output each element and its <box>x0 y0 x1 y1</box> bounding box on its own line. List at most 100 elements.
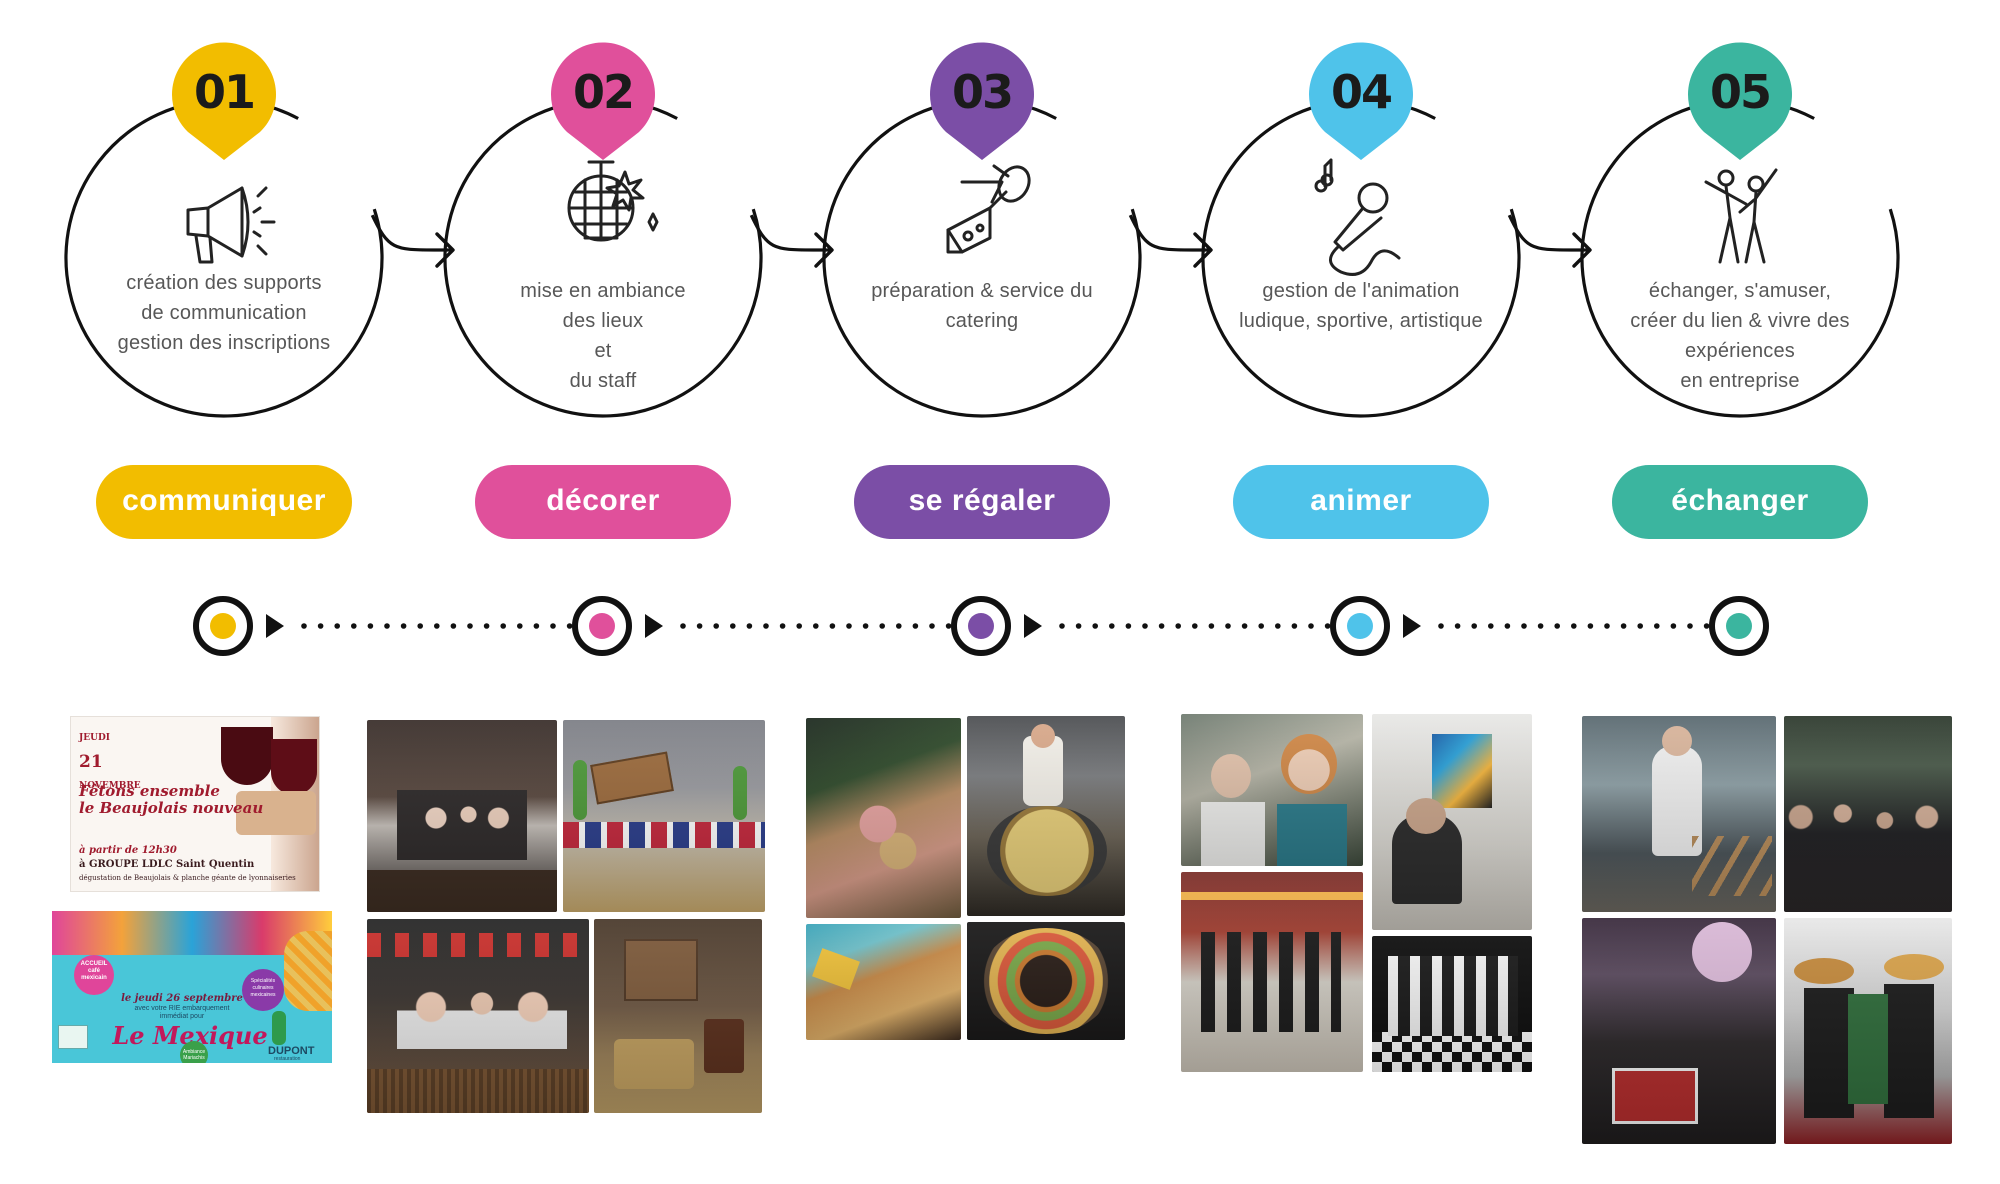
step-circle <box>64 98 384 418</box>
step-description: mise en ambiance des lieux et du staff <box>520 280 686 392</box>
timeline-dot <box>696 623 703 629</box>
timeline-dot <box>1075 623 1082 629</box>
catering-photo-bbq <box>967 922 1125 1040</box>
timeline-dot <box>1291 623 1298 629</box>
timeline-dot <box>517 623 523 629</box>
flyer-badge-right: Spécialités culinaires mexicaines <box>242 969 284 1011</box>
step-number: 05 <box>1709 65 1772 119</box>
timeline-node-dot <box>1726 613 1752 639</box>
timeline-node-dot <box>1347 613 1373 639</box>
timeline-dot <box>533 623 540 629</box>
arrow-head-icon <box>1193 232 1213 268</box>
timeline-dot <box>1324 623 1331 629</box>
flyer-brand: DUPONT <box>268 1045 315 1057</box>
timeline-dot <box>367 623 374 629</box>
cheese-grill-icon <box>946 164 1031 254</box>
flyer-time: à partir de 12h30 <box>79 845 177 856</box>
flyer-sub-line: avec votre RIE embarquement immédiat pou… <box>134 1005 230 1020</box>
step-number: 04 <box>1330 65 1393 119</box>
timeline-node-dot <box>210 613 236 639</box>
timeline-node-dot <box>968 613 994 639</box>
decor-photo-staff <box>367 919 589 1113</box>
catering-photo-buffet <box>806 718 961 918</box>
step-number: 01 <box>193 65 256 119</box>
step-circle <box>1580 98 1900 418</box>
flow-connector <box>370 214 451 252</box>
step-number: 02 <box>572 65 635 119</box>
step-description: préparation & service du catering <box>871 280 1093 332</box>
timeline-dot <box>1258 623 1264 629</box>
arrow-head-icon <box>435 232 455 268</box>
timeline-dot <box>779 623 786 629</box>
sharing-photo-crowd <box>1784 716 1952 912</box>
animation-photo-dancers <box>1372 936 1532 1072</box>
timeline-dot <box>813 623 819 629</box>
timeline-dot <box>1308 623 1314 629</box>
step-circle <box>443 98 763 418</box>
disco-ball-icon <box>567 160 659 242</box>
microphone-icon <box>1314 158 1401 276</box>
mexique-flyer: ACCUEIL café mexicain Spécialités culina… <box>52 911 332 1063</box>
timeline-dot <box>1504 623 1511 629</box>
flyer-badge-bottom: Ambiance Mariachis <box>180 1041 208 1063</box>
timeline-dot <box>1554 623 1560 629</box>
step-label-pill: communiquer <box>96 465 352 539</box>
timeline-dot <box>1125 623 1132 629</box>
step-badge-pin <box>1687 42 1792 160</box>
timeline-dot <box>680 623 686 629</box>
flyer-month: NOVEMBRE <box>79 781 141 791</box>
timeline-dot <box>450 623 457 629</box>
timeline-dot <box>1654 623 1660 629</box>
flyer-brand-sub: restauration <box>274 1056 301 1062</box>
timeline-dot <box>1208 623 1215 629</box>
timeline-dot <box>846 623 852 629</box>
timeline-dot <box>763 623 769 629</box>
step-circle <box>822 98 1142 418</box>
timeline-dot <box>829 623 836 629</box>
timeline-dot <box>1059 623 1065 629</box>
decor-photo-chalet <box>367 720 557 912</box>
timeline-dot <box>417 623 424 629</box>
timeline-dot <box>896 623 902 629</box>
timeline-dot <box>566 623 573 629</box>
timeline-dot <box>1109 623 1115 629</box>
timeline-dot <box>351 623 357 629</box>
timeline-dot <box>1703 623 1710 629</box>
flyer-title: Fêtons ensemble le Beaujolais nouveau <box>79 782 264 817</box>
flyer-day: JEUDI <box>79 733 110 743</box>
sharing-photo-mariachis <box>1784 918 1952 1144</box>
step-description: création des supports de communication g… <box>117 272 331 354</box>
flow-connector <box>1507 214 1588 252</box>
timeline-dot <box>1670 623 1677 629</box>
timeline-dot <box>1637 623 1643 629</box>
step-description: échanger, s'amuser, créer du lien & vivr… <box>1630 280 1850 392</box>
timeline-dot <box>1225 623 1231 629</box>
timeline-dot <box>945 623 952 629</box>
flyer-subtitle: dégustation de Beaujolais & planche géan… <box>79 874 296 882</box>
step-label-pill: échanger <box>1612 465 1868 539</box>
timeline-dot <box>912 623 919 629</box>
timeline-dot <box>467 623 473 629</box>
timeline-dot <box>483 623 490 629</box>
timeline-dot <box>730 623 736 629</box>
sharing-photo-cake <box>1582 918 1776 1144</box>
timeline-dot <box>713 623 719 629</box>
decor-photo-western <box>594 919 762 1113</box>
sharing-photo-game <box>1582 716 1776 912</box>
animation-photo-choir <box>1181 872 1363 1072</box>
step-badge-pin <box>550 42 655 160</box>
timeline-dot <box>1192 623 1198 629</box>
timeline-arrow-icon <box>266 614 284 638</box>
flyer-place: à GROUPE LDLC Saint Quentin <box>79 859 255 870</box>
timeline-dot <box>317 623 324 629</box>
beaujolais-flyer: JEUDI 21 NOVEMBRE Fêtons ensemble le Bea… <box>70 716 320 892</box>
arrow-head-icon <box>814 232 834 268</box>
arrow-head-icon <box>1572 232 1592 268</box>
timeline-dot <box>929 623 935 629</box>
megaphone-icon <box>186 186 276 264</box>
timeline-dot <box>746 623 753 629</box>
timeline-arrow-icon <box>645 614 663 638</box>
timeline-dot <box>796 623 802 629</box>
timeline-dot <box>862 623 869 629</box>
